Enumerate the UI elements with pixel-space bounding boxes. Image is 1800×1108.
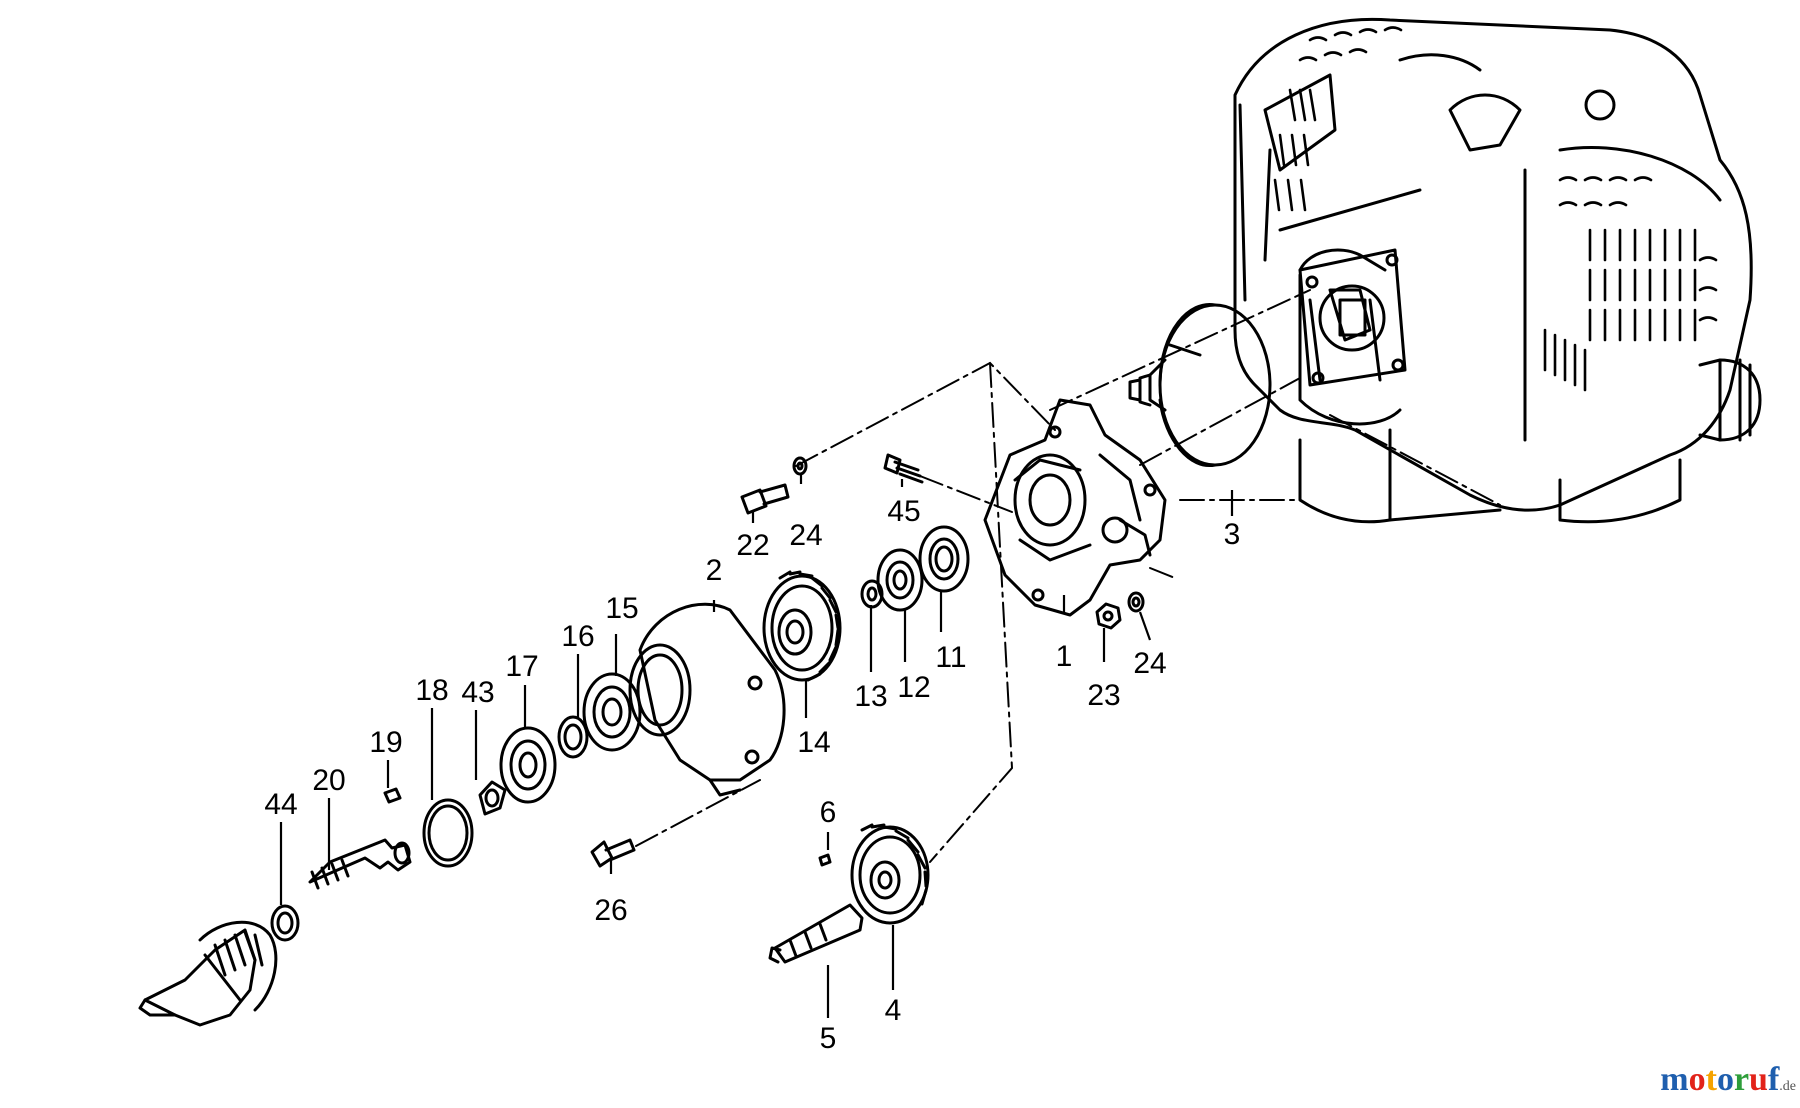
callout-6: 6 xyxy=(820,796,837,829)
callout-18: 18 xyxy=(415,674,448,707)
gear-4 xyxy=(850,823,930,925)
callout-20: 20 xyxy=(312,764,345,797)
callout-44: 44 xyxy=(264,788,297,821)
key-6 xyxy=(818,853,832,867)
watermark-letter: o xyxy=(1716,1061,1734,1098)
watermark-letter: t xyxy=(1705,1061,1717,1098)
callout-24-right: 24 xyxy=(1133,647,1166,680)
callout-22: 22 xyxy=(736,529,769,562)
screw-22 xyxy=(740,483,790,515)
gear-case xyxy=(983,398,1167,617)
callout-12: 12 xyxy=(897,671,930,704)
callout-16: 16 xyxy=(561,620,594,653)
ring-44 xyxy=(270,904,300,942)
washer-24-right xyxy=(1127,591,1145,613)
cover-2 xyxy=(628,602,786,797)
watermark-text: motoruf xyxy=(1660,1061,1779,1098)
bearing-12 xyxy=(876,548,924,612)
watermark-letter: r xyxy=(1733,1061,1750,1098)
screw-26 xyxy=(590,838,636,868)
watermark-letter: f xyxy=(1767,1061,1780,1098)
callout-14: 14 xyxy=(797,726,830,759)
assembly-lines xyxy=(635,289,1501,863)
gear-14 xyxy=(762,570,842,682)
callout-45: 45 xyxy=(887,495,920,528)
callout-43: 43 xyxy=(461,676,494,709)
bearing-11 xyxy=(918,525,970,593)
clutch-drum xyxy=(1128,302,1272,468)
callout-labels: 1 2 3 4 5 6 11 12 13 14 15 16 17 18 19 2… xyxy=(264,495,1240,1055)
engine-flange xyxy=(1298,248,1407,387)
watermark-letter: o xyxy=(1688,1061,1706,1098)
callout-4: 4 xyxy=(885,994,902,1027)
shaft-20 xyxy=(308,838,412,890)
bearing-15 xyxy=(582,672,642,752)
callout-1: 1 xyxy=(1056,640,1073,673)
callout-2: 2 xyxy=(706,554,723,587)
callout-17: 17 xyxy=(505,650,538,683)
callout-3: 3 xyxy=(1224,518,1241,551)
callout-5: 5 xyxy=(820,1022,837,1055)
shaft-5 xyxy=(768,903,864,964)
circlip-18 xyxy=(422,798,474,868)
watermark-letter: m xyxy=(1660,1061,1689,1098)
bolt-45 xyxy=(883,453,924,484)
callout-19: 19 xyxy=(369,726,402,759)
bearing-17 xyxy=(499,726,557,804)
engine-block xyxy=(1233,17,1762,524)
watermark-logo: motoruf.de xyxy=(1660,1061,1796,1099)
callout-26: 26 xyxy=(594,894,627,927)
ring-16 xyxy=(557,715,589,759)
callout-23: 23 xyxy=(1087,679,1120,712)
callout-15: 15 xyxy=(605,592,638,625)
watermark-letter: u xyxy=(1749,1061,1768,1098)
callout-13: 13 xyxy=(854,680,887,713)
callout-24-top: 24 xyxy=(789,519,822,552)
nut-23 xyxy=(1095,602,1122,630)
leader-lines xyxy=(279,474,1234,1018)
key-19 xyxy=(383,787,402,804)
callout-11: 11 xyxy=(935,641,966,674)
drill-chuck xyxy=(138,920,278,1027)
spring-43 xyxy=(478,780,507,816)
watermark-suffix: .de xyxy=(1779,1079,1796,1094)
